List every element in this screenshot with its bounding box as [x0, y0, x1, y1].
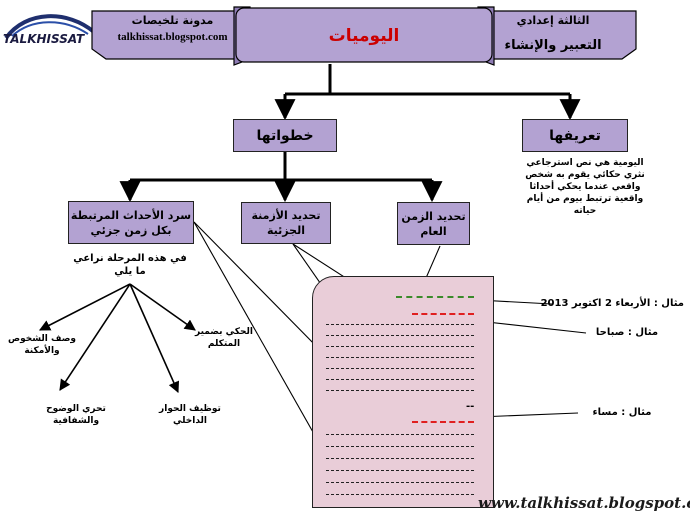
blog-url: talkhissat.blogspot.com: [117, 31, 228, 43]
text-line: [326, 434, 474, 435]
logo-swoosh-icon: [4, 14, 96, 40]
banner-left-ribbon: [91, 10, 251, 60]
page-dots: --: [466, 401, 475, 412]
text-line: [326, 368, 474, 369]
subject-label: التعبير والإنشاء: [504, 38, 602, 53]
definition-text: اليومية هي نص استرجاعي نثري حكائي يقوم ب…: [525, 158, 645, 216]
morning-marker-line: [412, 313, 474, 315]
blog-name: مدونة تلخيصات: [131, 14, 214, 27]
example-evening: مثال : مساء: [592, 407, 652, 418]
text-line: [326, 357, 474, 358]
header-banner: [91, 6, 637, 66]
text-line: [326, 470, 474, 471]
diary-page: [312, 276, 494, 508]
main-title: اليوميات: [328, 26, 400, 46]
text-line: [326, 346, 474, 347]
steps-box: خطواتها: [233, 119, 337, 152]
date-line: [396, 296, 474, 298]
definition-box: تعريفها: [522, 119, 628, 152]
text-line: [326, 482, 474, 483]
logo-text: TALKHISSAT: [3, 32, 85, 46]
banner-right-ribbon: [477, 10, 637, 60]
phase-note: في هذه المرحلة نراعي ما يلي: [73, 253, 187, 277]
text-line: [326, 458, 474, 459]
text-line: [326, 446, 474, 447]
text-line: [326, 379, 474, 380]
example-morning: مثال : صباحا: [595, 327, 659, 338]
evening-marker-line: [412, 421, 474, 423]
watermark-text: www.talkhissat.blogspot.com: [478, 494, 690, 512]
example-date: مثال : الأربعاء 2 اكتوبر 2013: [540, 298, 684, 309]
grade-label: الثالثة إعدادي: [516, 14, 590, 27]
text-line: [326, 335, 474, 336]
banner-center-scroll: [235, 7, 493, 63]
text-line: [326, 494, 474, 495]
text-line: [326, 324, 474, 325]
text-line: [326, 390, 474, 391]
